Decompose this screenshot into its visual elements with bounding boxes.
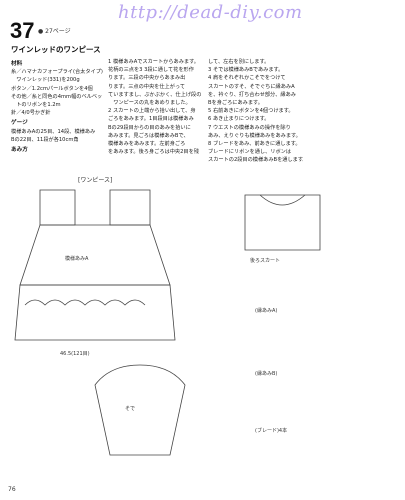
braid-label: (ブレード)4本 <box>255 427 287 434</box>
instruction-line: ブレードにリボンを通し、リボンは <box>208 149 292 156</box>
section-heading: あみ方 <box>11 147 28 154</box>
back-skirt-label: 後ろスカート <box>250 257 280 264</box>
instruction-line: ワインレッド(331)を200g <box>11 77 80 84</box>
instruction-line: ボタン／1.2cmパールボタンを4個 <box>11 85 93 92</box>
instruction-line: ごろをあみます。1目段目は模様あみ <box>108 116 194 123</box>
hem-measurement: 46.5(121目) <box>60 351 90 357</box>
edging-b-label: (縁あみB) <box>255 370 277 377</box>
instruction-line: Bの22目、11段が各10cm角 <box>11 136 79 143</box>
instruction-line: スカートのすそ、そでぐちに縁あみA <box>208 83 295 90</box>
instructions-column-3: して、左右を別にします。 3 そでは模様あみBであみます。4 肩をそれぞれかこそで… <box>208 58 303 165</box>
sleeve-label: そで <box>125 405 135 412</box>
back-body-diagram <box>244 194 321 251</box>
page-number: 76 <box>8 486 16 493</box>
instruction-line: ていますまし、ぶかぶかく、仕上げ段の <box>108 91 202 98</box>
pattern-title: ワインレッドのワンピース <box>11 45 101 54</box>
instruction-line: 7 ウエストの模様あみの操作を除り <box>208 124 291 131</box>
instruction-line: 模様あみをあみます。左前身ごろ <box>108 141 186 148</box>
instruction-line: 2 スカートの上端から拾い出して、身 <box>108 108 196 115</box>
instruction-line: 花柄の三点を3 3段に通して花を形作 <box>108 67 194 74</box>
instruction-line: その他／糸と同色の4mm幅のベルベッ <box>11 93 103 100</box>
instruction-line: 1 模様あみAでスカートからあみます。 <box>108 59 199 65</box>
instruction-line: をあみます。後ろ身ごろは中央2目を残 <box>108 149 199 156</box>
section-label: [ワンピース] <box>78 177 112 184</box>
instruction-line: ります。三段の中央からあまみ出 <box>108 75 186 82</box>
instructions-column-2: 1 模様あみAでスカートからあみます。花柄の三点を3 3段に通して花を形作ります… <box>108 58 203 156</box>
instruction-line: Bを身ごろにあみます。 <box>208 100 263 107</box>
pattern-number: 37 <box>10 18 35 43</box>
dress-diagram <box>14 189 176 341</box>
instruction-line: ります。三点の中央を仕上がって <box>108 83 186 90</box>
instruction-line: 5 右前あきにボタンを4個つけます。 <box>208 108 294 115</box>
instruction-line: 8 ブレードをあみ、前あきに通します。 <box>208 141 301 148</box>
instruction-line: 針／4/0号かぎ針 <box>11 110 51 117</box>
section-heading: 材料 <box>11 61 23 67</box>
page-reference: ● 27ページ <box>38 28 71 35</box>
instruction-line: 6 あき止まりにつけます。 <box>208 116 270 123</box>
skirt-pattern-label: 模様あみA <box>65 255 89 262</box>
instruction-line: 4 肩をそれぞれかこそでをつけて <box>208 75 286 82</box>
instruction-line: あみます。見ごろは模様あみBで、 <box>108 132 189 139</box>
watermark: http://dead-diy.com <box>118 2 303 23</box>
instruction-line: Bの29段目からの目のあみを拾いに <box>108 124 191 131</box>
instruction-line: 3 そでは模様あみBであみます。 <box>208 67 284 74</box>
sleeve-diagram <box>94 364 186 456</box>
instruction-line: あみ、えりぐりも模様あみをあみます。 <box>208 132 301 139</box>
instruction-line: トのリボンを1.2m <box>11 102 61 109</box>
instruction-line: を、衿ぐり、打ち合わせ部分、縁あみ <box>208 91 296 98</box>
instruction-line: スカートの2段目の模様あみBを通します。 <box>208 157 303 164</box>
crochet-diagrams: [ワンピース] 模様あみA 46.5(121目) 後ろスカート そで (縁あみA… <box>14 177 321 456</box>
instruction-line: して、左右を別にします。 <box>208 59 270 65</box>
section-heading: ゲージ <box>11 120 28 127</box>
instruction-line: ワンピースの丸をあめりました。 <box>108 100 191 107</box>
instruction-line: 模様あみAの25目、14段、模様あみ <box>11 128 96 135</box>
edging-a-label: (縁あみA) <box>255 307 277 314</box>
instruction-line: 糸／ハマナカフォープライ(合太タイプ) <box>11 69 103 76</box>
